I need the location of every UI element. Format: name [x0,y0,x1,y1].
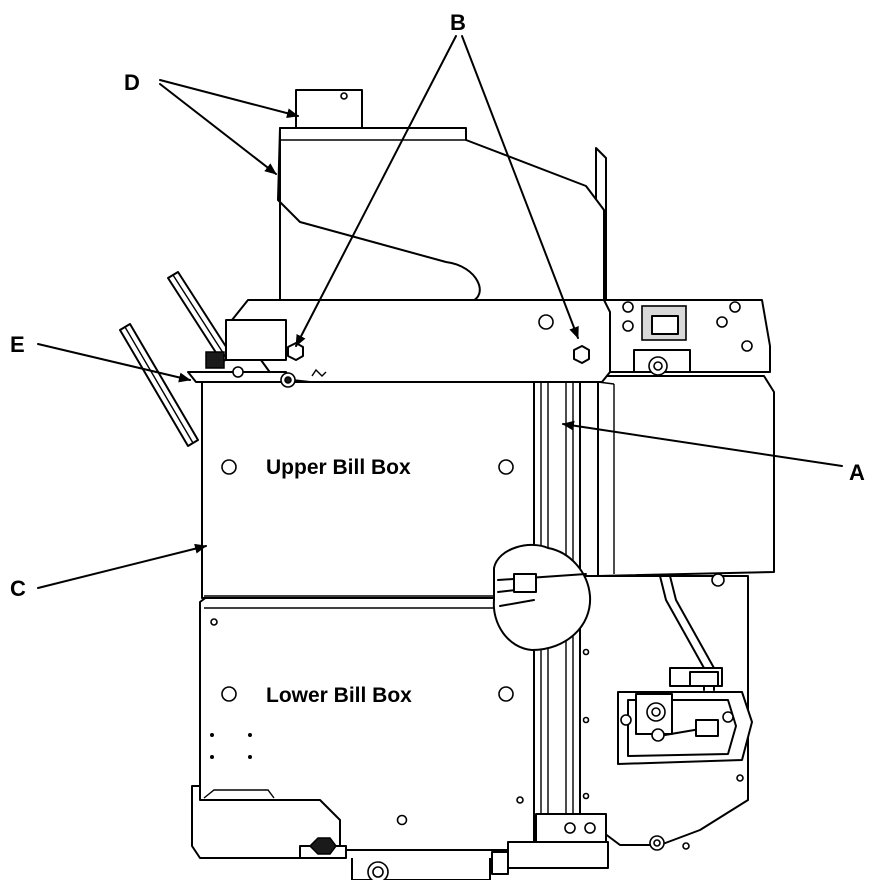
leader-lines [37,35,843,589]
cutaway-detail [492,543,592,651]
callout-e: E [10,332,25,357]
callout-a: A [849,460,865,485]
callout-c: C [10,576,26,601]
leader-e [37,343,191,383]
lower-bill-box-label: Lower Bill Box [266,684,412,707]
right-mechanism [579,147,775,851]
leader-c [37,543,207,589]
callout-d: D [124,70,140,95]
callout-b: B [450,10,466,35]
top-guide [231,89,611,383]
leader-d-upper [159,79,299,119]
left-handles [119,271,296,447]
leader-d-lower [159,83,277,175]
leader-b-right [461,35,579,339]
upper-bill-box-label: Upper Bill Box [266,456,411,479]
leader-b-left [295,35,457,347]
upper-bill-box [201,381,535,599]
lower-bill-box [191,595,609,880]
leader-a [562,420,843,467]
